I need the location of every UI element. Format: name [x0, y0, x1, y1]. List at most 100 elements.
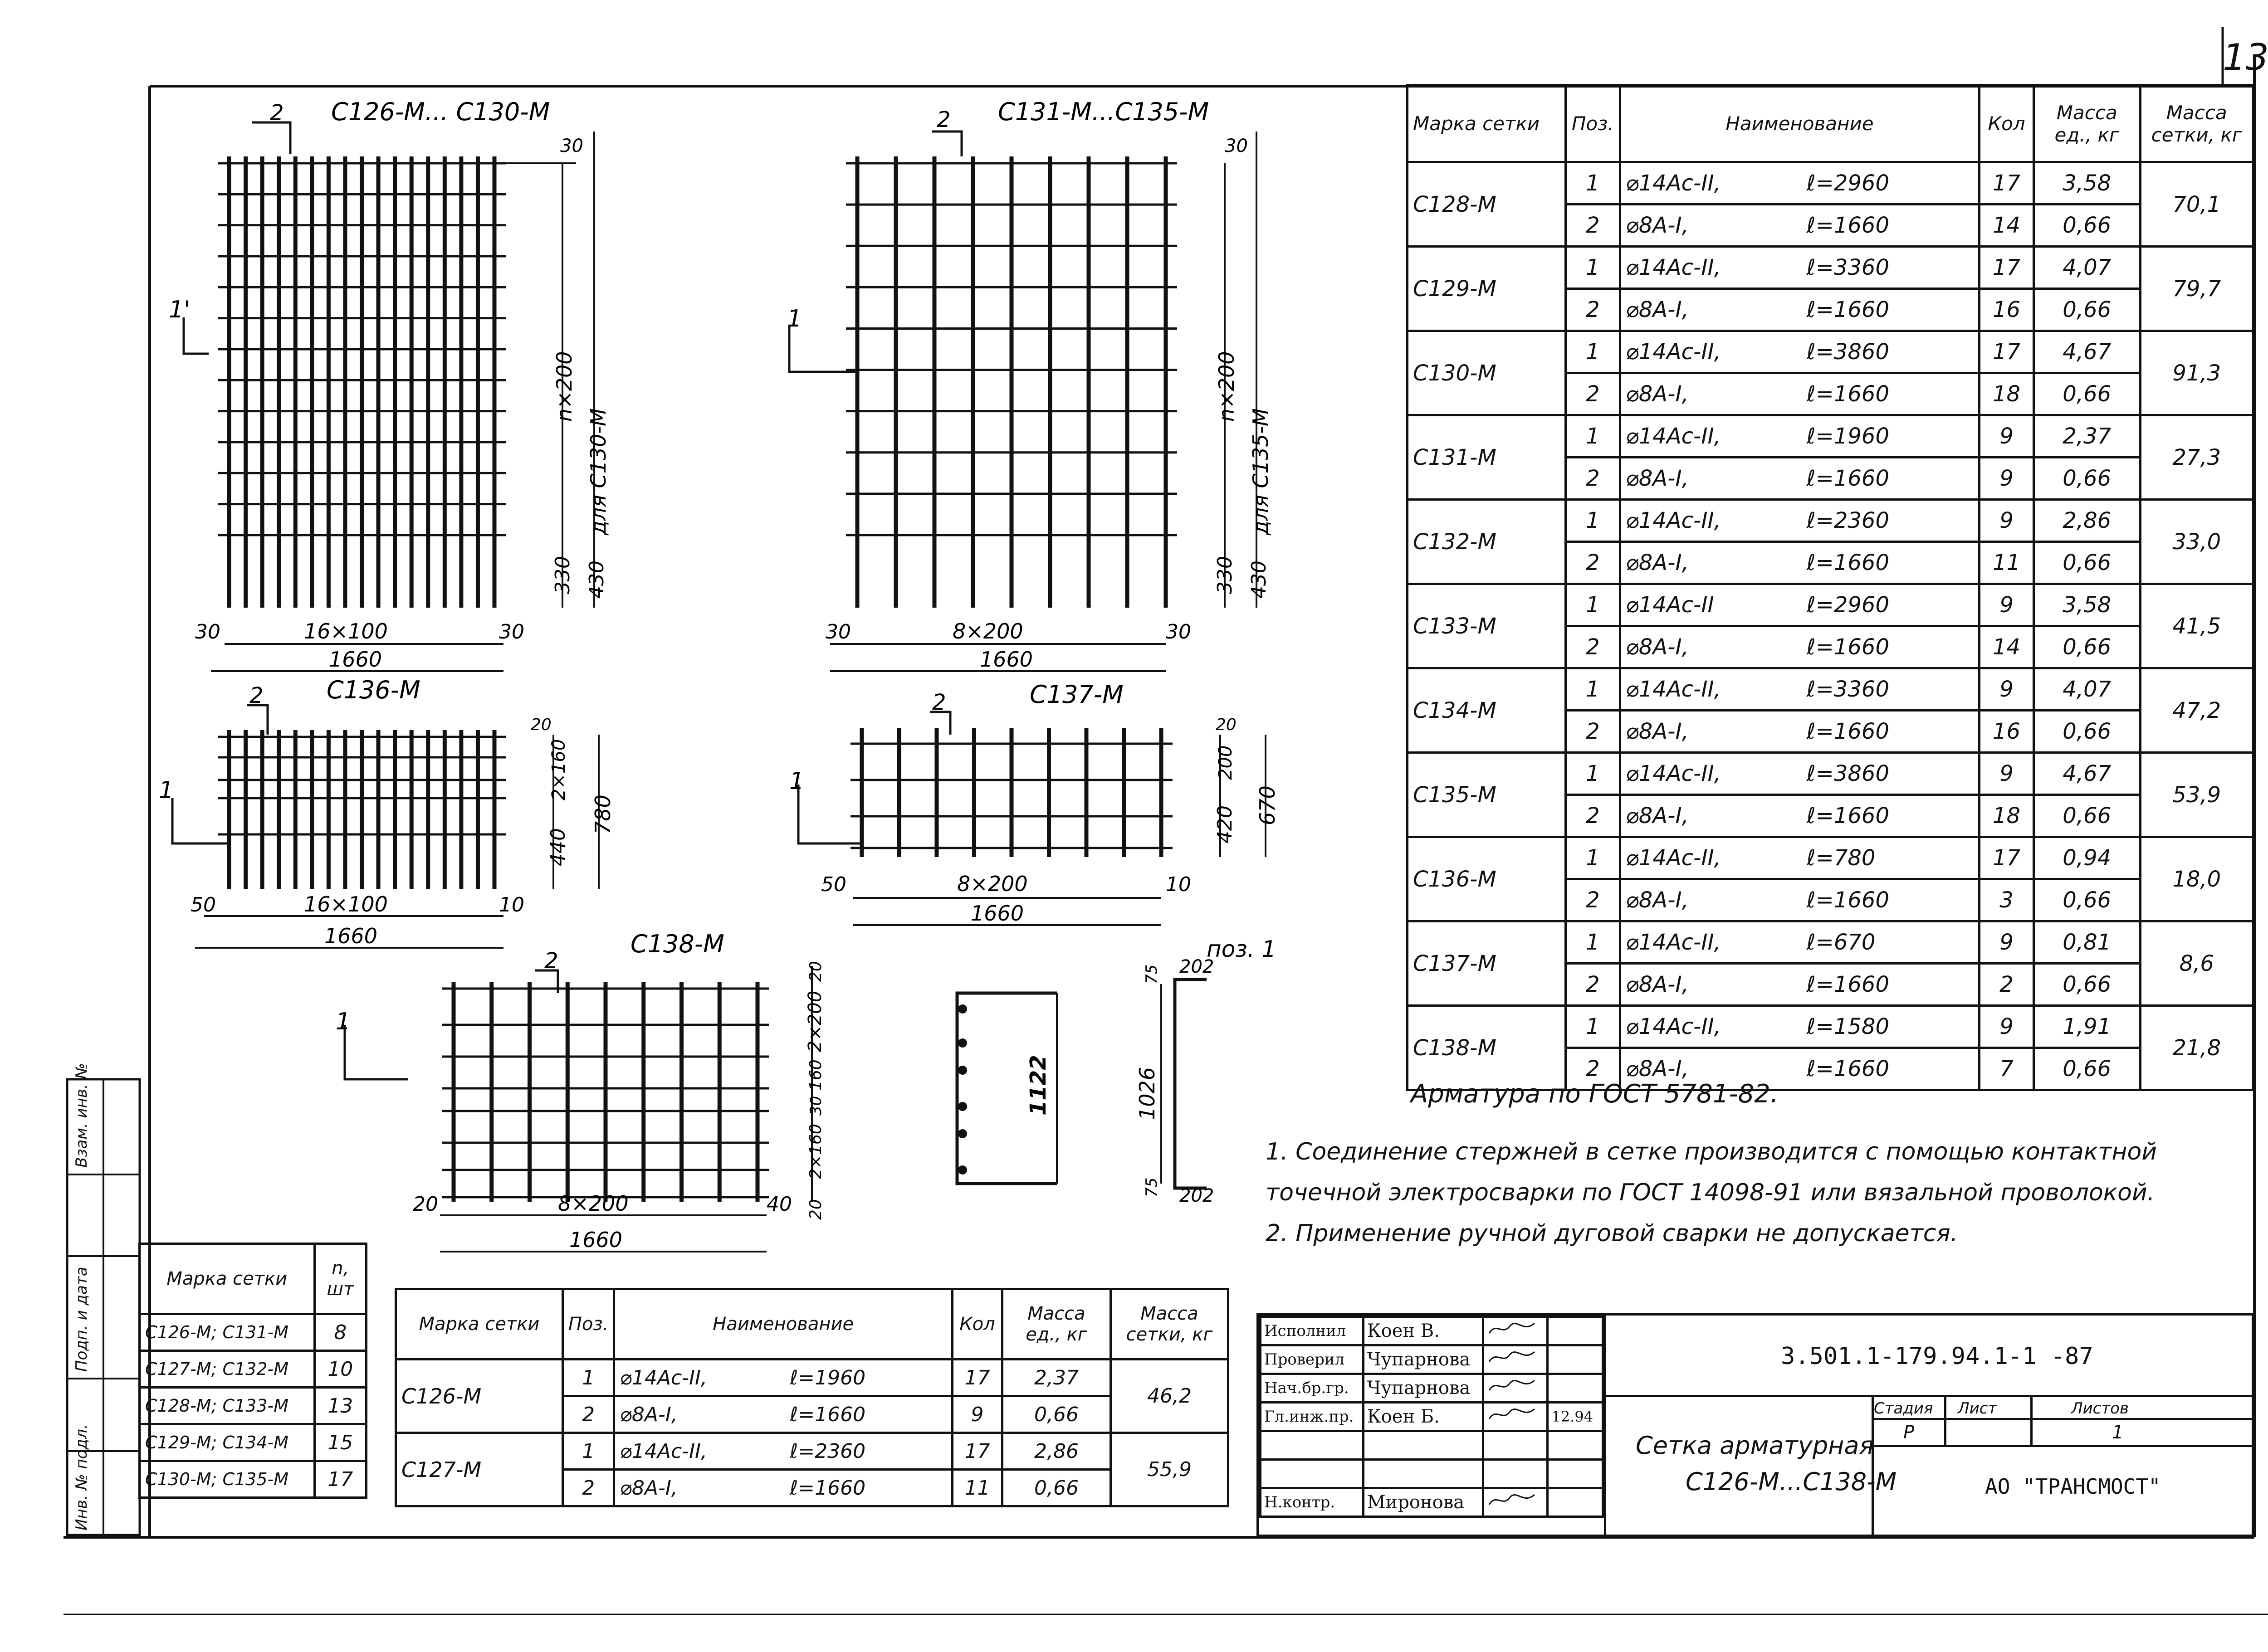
bar-type: ⌀8А-I, — [620, 1403, 678, 1426]
position: 2 — [561, 1395, 616, 1434]
bar-type: ⌀14Аc-II, — [1625, 930, 1721, 955]
bar-type: ⌀14Аc-II — [1625, 592, 1714, 618]
item-name: ⌀14Аc-II,ℓ=1960 — [613, 1358, 954, 1397]
bar-type: ⌀8А-I, — [1625, 550, 1689, 575]
d2-right: 30 — [1166, 620, 1191, 643]
unit-mass: 0,66 — [2032, 541, 2141, 585]
staff-role: Н.контр. — [1259, 1487, 1364, 1518]
staff-name: Коен Б. — [1362, 1401, 1484, 1432]
date: 12.94 — [1546, 1401, 1604, 1432]
bar-pos1 — [1160, 978, 1207, 1190]
signature — [1481, 1458, 1549, 1489]
bar-type: ⌀8А-I, — [1625, 1056, 1689, 1082]
d4-v1: 200 — [1215, 746, 1236, 780]
bar-type: ⌀14Аc-II, — [620, 1439, 707, 1463]
mesh-mass: 55,9 — [1110, 1432, 1229, 1507]
staff-name — [1362, 1458, 1484, 1489]
position: 1 — [561, 1358, 616, 1397]
note-2: 2. Применение ручной дуговой сварки не д… — [1266, 1220, 1958, 1247]
title-line-1: Сетка арматурная — [1636, 1431, 1874, 1460]
d4-v2: 420 — [1213, 805, 1237, 843]
staff-role — [1259, 1430, 1364, 1461]
staff-role: Нач.бр.гр. — [1259, 1373, 1364, 1403]
d3-pos2: 2 — [249, 683, 264, 708]
position: 2 — [1564, 372, 1621, 416]
count-marks: С126-М; С131-М — [138, 1313, 316, 1352]
mesh-mark: С138-М — [1406, 1004, 1567, 1091]
page-number: 13 — [2223, 36, 2268, 78]
position: 2 — [1564, 878, 1621, 922]
unit-mass: 4,67 — [2032, 751, 2141, 796]
bar-length: ℓ=1660 — [1806, 550, 1889, 575]
unit-mass: 0,81 — [2032, 920, 2141, 965]
d7-top-small: 75 — [1143, 965, 1161, 984]
quantity: 3 — [1978, 878, 2035, 922]
d3-v2: 440 — [547, 828, 570, 866]
quantity: 17 — [1978, 330, 2035, 374]
d6-dim: 1122 — [1026, 1055, 1051, 1116]
organization: АО "ТРАНСМОСТ" — [1985, 1474, 2161, 1499]
position: 1 — [1564, 161, 1621, 205]
date — [1546, 1458, 1604, 1489]
unit-mass: 0,66 — [2032, 962, 2141, 1007]
bar-length: ℓ=1660 — [1806, 297, 1889, 322]
staff-name: Миронова — [1362, 1487, 1484, 1518]
mesh-mass: 91,3 — [2139, 330, 2254, 416]
d4-total: 1660 — [971, 901, 1024, 926]
bar-length: ℓ=1580 — [1806, 1014, 1889, 1039]
d2-v2: 430 — [1247, 560, 1271, 599]
item-name: ⌀8А-I,ℓ=1660 — [1618, 962, 1981, 1007]
lspec-h-mesh-mass: Масса сетки, кг — [1110, 1288, 1229, 1360]
d7-height: 1026 — [1135, 1067, 1159, 1120]
unit-mass: 3,58 — [2032, 583, 2141, 627]
d1-right: 30 — [499, 620, 524, 643]
bar-type: ⌀8А-I, — [1625, 466, 1689, 491]
item-name: ⌀14Аc-II,ℓ=3860 — [1618, 751, 1981, 796]
item-name: ⌀8А-I,ℓ=1660 — [1618, 1047, 1981, 1091]
section-view — [955, 991, 1058, 1185]
item-name: ⌀8А-I,ℓ=1660 — [1618, 203, 1981, 248]
quantity: 16 — [1978, 288, 2035, 332]
bar-length: ℓ=1660 — [1806, 466, 1889, 491]
quantity: 17 — [1978, 836, 2035, 880]
mesh-mass: 21,8 — [2139, 1004, 2254, 1091]
bar-length: ℓ=1660 — [1806, 719, 1889, 744]
d4-left: 50 — [821, 873, 846, 896]
bar-length: ℓ=1660 — [1806, 381, 1889, 407]
lspec-h-unit-mass: Масса ед., кг — [1001, 1288, 1112, 1360]
mesh-mass: 18,0 — [2139, 836, 2254, 922]
position: 2 — [1564, 1047, 1621, 1091]
note-1b: точечной электросварки по ГОСТ 14098-91 … — [1266, 1179, 2155, 1206]
bar-length: ℓ=1660 — [1806, 634, 1889, 660]
unit-mass: 1,91 — [2032, 1004, 2141, 1049]
staff-row — [1259, 1458, 1604, 1489]
quantity: 14 — [1978, 203, 2035, 248]
d5-title: С138-М — [631, 930, 724, 958]
lspec-h-name: Наименование — [613, 1288, 954, 1360]
d5-v1: 2×200 — [805, 991, 826, 1052]
mesh-c126-c130 — [182, 121, 595, 672]
bar-length: ℓ=780 — [1806, 845, 1876, 871]
mesh-mark: С135-М — [1406, 751, 1567, 838]
quantity: 9 — [1978, 583, 2035, 627]
item-name: ⌀8А-I,ℓ=1660 — [1618, 878, 1981, 922]
quantity: 9 — [1978, 414, 2035, 458]
unit-mass: 0,66 — [1001, 1395, 1112, 1434]
bar-length: ℓ=2960 — [1806, 171, 1889, 196]
bar-type: ⌀14Аc-II, — [1625, 171, 1721, 196]
d3-right: 10 — [499, 893, 524, 916]
spec-h-name: Наименование — [1618, 84, 1981, 163]
mesh-mass: 79,7 — [2139, 245, 2254, 332]
d1-pos1: 1' — [169, 296, 190, 323]
count-marks: С127-М; С132-М — [138, 1350, 316, 1389]
d1-top: 30 — [560, 136, 583, 156]
